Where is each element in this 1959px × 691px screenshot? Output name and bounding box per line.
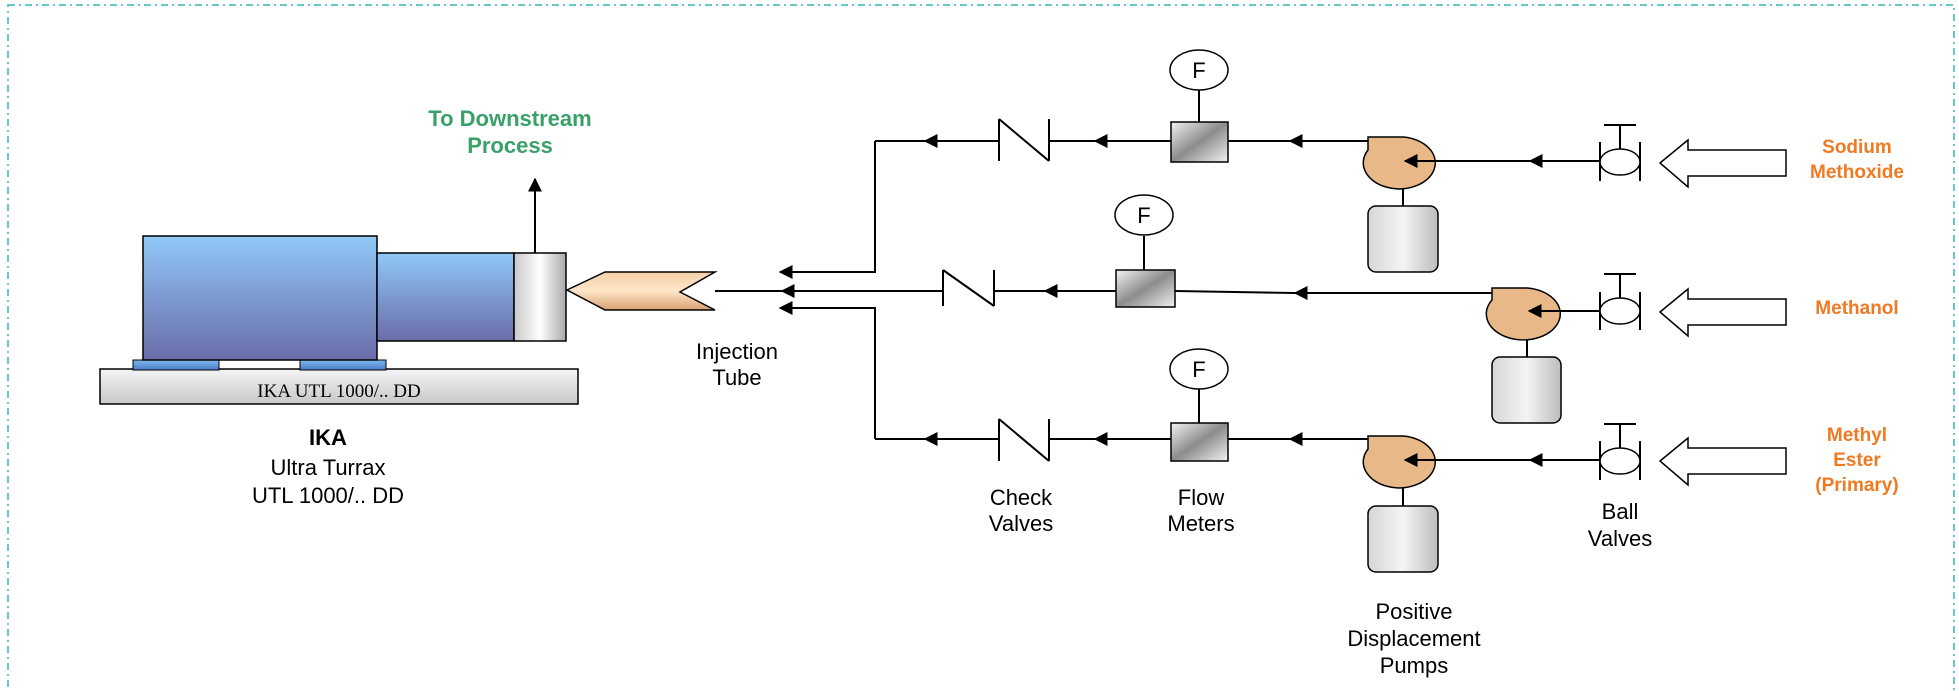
pump-middle <box>1485 287 1568 424</box>
diagram-border <box>7 4 1955 691</box>
pump-bottom <box>1362 435 1442 573</box>
flow-label-line1: Flow <box>1178 485 1225 510</box>
ball-valve-middle <box>1599 273 1641 330</box>
feed-label-ester-line2: Ester <box>1833 450 1881 471</box>
motor-body <box>142 235 378 361</box>
meter-symbol-bottom: F <box>1192 357 1205 382</box>
pump-housing-middle <box>1485 287 1562 341</box>
check-label-line1: Check <box>990 485 1053 510</box>
pump-top <box>1362 136 1442 273</box>
mixer-foot-right <box>299 359 387 371</box>
pipe-bottom-to-tube <box>778 301 876 439</box>
feed-label-ester-line3: (Primary) <box>1815 475 1898 496</box>
injection-tube <box>565 271 718 311</box>
pumps-label-line3: Pumps <box>1380 653 1448 678</box>
flow-label-line2: Meters <box>1167 511 1234 536</box>
feed-arrow-sodium <box>1658 138 1787 189</box>
ika-mixer: IKA UTL 1000/.. DD <box>99 235 579 405</box>
ball-valve-bottom <box>1599 423 1641 480</box>
check-valve-bottom <box>998 418 1050 462</box>
check-valve-middle <box>942 269 995 307</box>
mixer-head <box>513 252 567 342</box>
mixer-base-label: IKA UTL 1000/.. DD <box>257 381 420 402</box>
injection-label-line2: Tube <box>712 365 761 390</box>
mixer-model-line1: Ultra Turrax <box>271 455 386 480</box>
motor-shaft-housing <box>376 252 515 342</box>
ball-valve-top <box>1599 124 1641 181</box>
pumps-label-line2: Displacement <box>1347 626 1480 651</box>
outlet-label-line2: Process <box>467 133 553 158</box>
ball-label-line2: Valves <box>1588 526 1652 551</box>
mixer-name: IKA <box>309 425 347 450</box>
pump-housing-bottom <box>1362 435 1436 489</box>
pump-tank-bottom <box>1367 505 1439 573</box>
flow-meter-bottom: F <box>1169 348 1229 462</box>
feed-label-sodium-line2: Methoxide <box>1810 162 1904 183</box>
check-valve-top <box>998 118 1050 162</box>
mixer-model-line2: UTL 1000/.. DD <box>252 483 404 508</box>
feed-label-sodium-line1: Sodium <box>1822 137 1892 158</box>
injection-label-line1: Injection <box>696 339 778 364</box>
mixer-foot-left <box>132 359 220 371</box>
feed-label-ester-line1: Methyl <box>1827 425 1887 446</box>
outlet-label-line1: To Downstream <box>428 106 591 131</box>
flow-meter-top: F <box>1169 49 1229 163</box>
feed-arrow-methanol <box>1658 287 1787 338</box>
pumps-label-line1: Positive <box>1375 599 1452 624</box>
feed-label-methanol: Methanol <box>1815 298 1898 319</box>
meter-symbol-top: F <box>1192 58 1205 83</box>
ball-label-line1: Ball <box>1602 499 1639 524</box>
feed-arrow-ester <box>1658 436 1787 487</box>
pipe-top-to-tube <box>778 141 876 279</box>
pump-housing-top <box>1362 136 1436 190</box>
meter-symbol-middle: F <box>1137 203 1150 228</box>
flow-meter-middle: F <box>1114 194 1176 308</box>
check-label-line2: Valves <box>989 511 1053 536</box>
pump-tank-top <box>1367 205 1439 273</box>
pump-tank-middle <box>1491 356 1562 424</box>
